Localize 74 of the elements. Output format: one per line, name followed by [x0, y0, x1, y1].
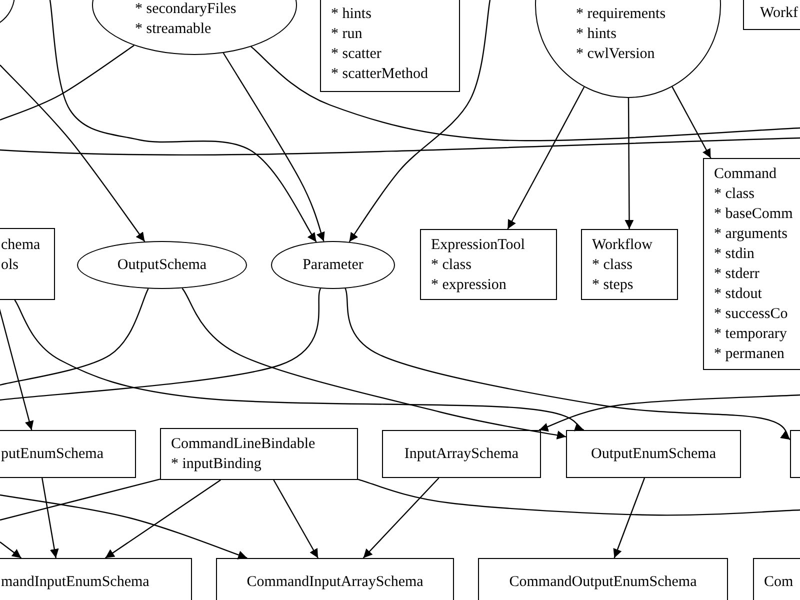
class-box — [216, 558, 454, 600]
connector-line — [0, 288, 149, 386]
arrow — [538, 394, 800, 432]
arrow — [42, 478, 59, 558]
node-label: * stdin — [714, 245, 754, 264]
node-label: Workf — [760, 4, 798, 23]
arrow — [344, 288, 791, 440]
node-label: * scatter — [331, 45, 382, 64]
class-box — [478, 558, 728, 600]
arrow — [0, 494, 248, 560]
node-label: OutputEnumSchema — [591, 445, 716, 464]
node-label: * requirements — [576, 5, 666, 24]
ellipse-node — [271, 241, 395, 289]
node-label: mandInputEnumSchema — [1, 573, 150, 592]
node-label: InputArraySchema — [404, 445, 519, 464]
class-box — [581, 229, 678, 300]
connector-line — [0, 288, 322, 401]
node-label: Parameter — [302, 256, 364, 275]
arrow — [362, 478, 440, 558]
node-label: ExpressionTool — [431, 236, 525, 254]
node-label: * class — [714, 185, 754, 204]
ellipse-node — [77, 241, 247, 289]
node-label: * inputBinding — [171, 455, 262, 474]
arrow — [507, 86, 585, 230]
node-label: OutputSchema — [117, 256, 207, 275]
class-box — [566, 430, 741, 478]
arrow — [624, 98, 634, 229]
node-label: * stderr — [714, 265, 760, 284]
class-box — [382, 430, 541, 478]
node-label: * expression — [431, 276, 506, 294]
arrow — [0, 542, 22, 558]
class-box — [160, 428, 358, 480]
node-label: * hints — [576, 25, 616, 44]
arrow — [672, 86, 712, 158]
arrow — [104, 480, 221, 558]
class-box — [703, 158, 800, 370]
arrow — [348, 0, 491, 242]
node-label: Command — [714, 165, 776, 184]
node-label: CommandLineBindable — [171, 435, 316, 454]
node-label: * secondaryFiles — [135, 0, 236, 19]
node-label: CommandInputArraySchema — [246, 573, 424, 592]
node-label: * temporary — [714, 325, 787, 344]
node-label: * class — [592, 256, 632, 274]
node-label: * successCo — [714, 305, 788, 324]
node-label: * streamable — [135, 20, 212, 39]
node-label: * steps — [592, 276, 634, 294]
node-label: * stdout — [714, 285, 762, 304]
node-label: * scatterMethod — [331, 65, 428, 84]
arrow — [49, 0, 317, 242]
node-label: ols — [1, 256, 19, 275]
node-label: * run — [331, 25, 362, 44]
arrow — [273, 480, 319, 558]
node-label: CommandOutputEnumSchema — [509, 573, 697, 592]
connector-line — [0, 44, 134, 121]
arrow — [14, 300, 584, 430]
node-label: chema — [1, 236, 40, 255]
node-label: Workflow — [592, 236, 652, 254]
node-label: * baseComm — [714, 205, 793, 224]
node-label: * hints — [331, 5, 372, 24]
node-label: putEnumSchema — [1, 445, 104, 464]
arrow — [0, 64, 146, 242]
node-label: * cwlVersion — [576, 45, 655, 64]
node-label: Com — [764, 573, 794, 592]
connector-line — [0, 478, 160, 521]
node-label: * class — [431, 256, 472, 274]
class-box — [420, 229, 557, 300]
node-label: * arguments — [714, 225, 788, 244]
arrow — [613, 478, 646, 558]
arrow — [182, 288, 566, 440]
connector-line — [358, 478, 800, 516]
class-box — [320, 0, 460, 92]
connector-line — [250, 46, 800, 142]
arrow — [222, 52, 326, 242]
node-label: * permanen — [714, 345, 784, 364]
